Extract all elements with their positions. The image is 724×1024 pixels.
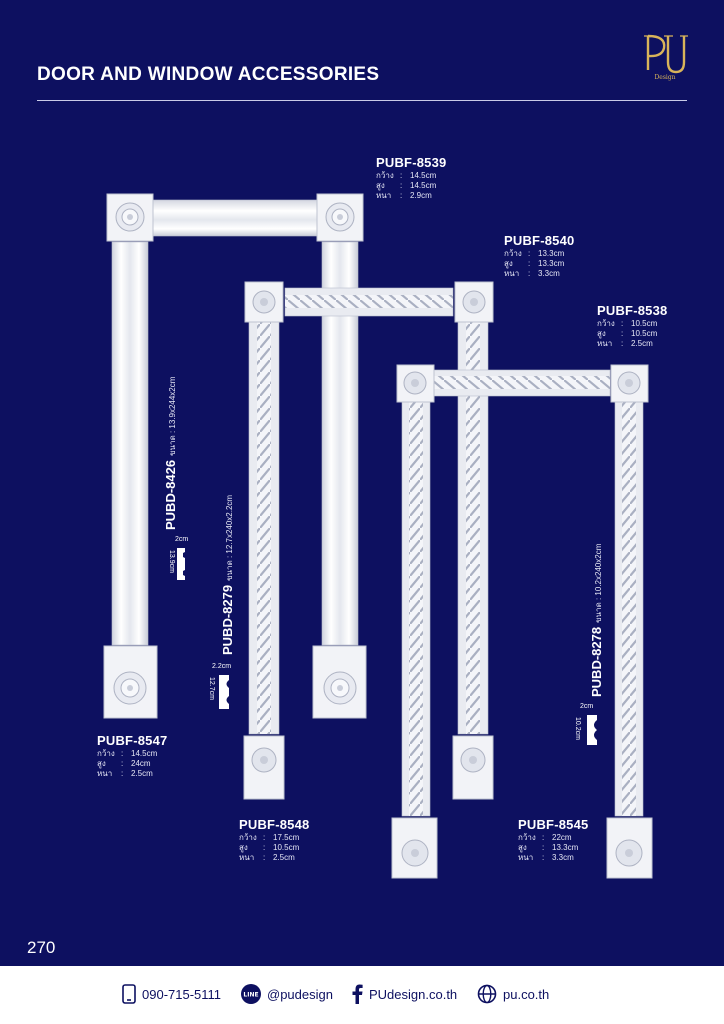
door-frames-illustration (103, 193, 653, 879)
profile-shape-icon (177, 548, 185, 580)
product-code: PUBF-8539 (376, 155, 447, 170)
product-code: PUBD-8279 (220, 584, 235, 655)
footer-facebook[interactable]: PUdesign.co.th (352, 984, 457, 1004)
product-code: PUBF-8538 (597, 303, 668, 318)
product-size: ขนาด : 12.7x240x2.2cm (225, 494, 234, 581)
spec-pubf-8540: PUBF-8540 กว้าง:13.3cm สูง:13.3cm หนา:3.… (504, 233, 574, 279)
spec-value: 3.3cm (552, 853, 574, 862)
product-code: PUBF-8540 (504, 233, 575, 248)
spec-value: 17.5cm (273, 833, 300, 842)
profile-height: 10.2cm (574, 717, 581, 740)
spec-table: กว้าง:14.5cm สูง:24cm หนา:2.5cm (97, 749, 158, 778)
catalog-page: DOOR AND WINDOW ACCESSORIES Design (27, 30, 690, 957)
profile-shape-icon (587, 715, 597, 745)
spec-value: 10.5cm (273, 843, 300, 852)
spec-label: หนา (376, 191, 392, 200)
spec-pubf-8547: PUBF-8547 กว้าง:14.5cm สูง:24cm หนา:2.5c… (97, 733, 167, 779)
spec-table: กว้าง:10.5cm สูง:10.5cm หนา:2.5cm (597, 319, 658, 348)
page-number: 270 (27, 938, 56, 957)
product-size: ขนาด : 10.2x240x2cm (594, 543, 603, 623)
profile-width: 2cm (580, 703, 594, 710)
spec-value: 10.5cm (631, 319, 658, 328)
spec-label: กว้าง (504, 249, 522, 258)
spec-value: 3.3cm (538, 269, 560, 278)
line-id: @pudesign (267, 986, 333, 1002)
facebook-page: PUdesign.co.th (369, 986, 458, 1002)
product-code: PUBD-8278 (589, 626, 604, 697)
spec-pubf-8538: PUBF-8538 กว้าง:10.5cm สูง:10.5cm หนา:2.… (597, 303, 667, 349)
footer-line[interactable]: LINE @pudesign (241, 984, 333, 1004)
spec-value: 2.9cm (410, 191, 432, 200)
spec-label: กว้าง (597, 319, 615, 328)
spec-value: 24cm (131, 759, 151, 768)
spec-label: หนา (239, 853, 255, 862)
spec-label: หนา (518, 853, 534, 862)
spec-value: 13.3cm (538, 249, 565, 258)
footer-phone[interactable]: 090-715-5111 (122, 984, 221, 1004)
spec-label: สูง (504, 259, 513, 268)
phone-icon (122, 984, 136, 1004)
spec-value: 13.3cm (552, 843, 579, 852)
spec-label: สูง (239, 843, 248, 852)
profile-shape-icon (219, 675, 229, 709)
spec-pubf-8539: PUBF-8539 กว้าง:14.5cm สูง:14.5cm หนา:2.… (376, 155, 446, 201)
pu-design-logo: Design (640, 30, 690, 82)
profile-pubd-8278: 2cm 10.2cm (570, 703, 610, 753)
globe-icon (477, 984, 497, 1004)
logo-subtitle: Design (654, 74, 676, 81)
spec-table: กว้าง:22cm สูง:13.3cm หนา:3.3cm (518, 833, 579, 862)
website-url: pu.co.th (503, 986, 550, 1002)
profile-width: 2.2cm (212, 663, 232, 670)
spec-label: สูง (518, 843, 527, 852)
frame-pubd-8279 (243, 281, 494, 800)
spec-table: กว้าง:13.3cm สูง:13.3cm หนา:3.3cm (504, 249, 565, 278)
spec-label: กว้าง (518, 833, 536, 842)
spec-label: หนา (97, 769, 113, 778)
profile-pubd-8279: 2.2cm 12.7cm (200, 663, 240, 713)
footer-website[interactable]: pu.co.th (477, 984, 549, 1004)
spec-pubf-8545: PUBF-8545 กว้าง:22cm สูง:13.3cm หนา:3.3c… (518, 817, 588, 863)
spec-pubf-8548: PUBF-8548 กว้าง:17.5cm สูง:10.5cm หนา:2.… (239, 817, 309, 863)
spec-label: กว้าง (239, 833, 257, 842)
spec-label: กว้าง (376, 171, 394, 180)
contact-footer: 090-715-5111 LINE @pudesign PUdesign.co.… (0, 966, 724, 1024)
facebook-icon (352, 984, 363, 1004)
profile-pubd-8426: 2cm 13.9cm (165, 536, 195, 586)
title-divider (37, 100, 687, 101)
line-icon: LINE (241, 984, 261, 1004)
product-code: PUBD-8426 (163, 459, 178, 530)
spec-value: 13.3cm (538, 259, 565, 268)
spec-value: 14.5cm (410, 171, 437, 180)
spec-value: 2.5cm (273, 853, 295, 862)
vertical-label-pubd-8426: PUBD-8426 ขนาด : 13.9x244x2cm (162, 377, 180, 530)
pu-logo-icon (644, 34, 688, 74)
spec-table: กว้าง:14.5cm สูง:14.5cm หนา:2.9cm (376, 171, 437, 200)
spec-label: สูง (97, 759, 106, 768)
product-code: PUBF-8547 (97, 733, 168, 748)
spec-value: 2.5cm (631, 339, 653, 348)
spec-label: กว้าง (97, 749, 115, 758)
product-size: ขนาด : 13.9x244x2cm (168, 376, 177, 456)
spec-table: กว้าง:17.5cm สูง:10.5cm หนา:2.5cm (239, 833, 300, 862)
phone-number: 090-715-5111 (142, 986, 222, 1002)
spec-value: 14.5cm (131, 749, 158, 758)
profile-height: 13.9cm (168, 550, 175, 573)
vertical-label-pubd-8278: PUBD-8278 ขนาด : 10.2x240x2cm (588, 544, 606, 697)
line-icon-text: LINE (243, 992, 258, 999)
product-code: PUBF-8545 (518, 817, 589, 832)
spec-label: สูง (376, 181, 385, 190)
product-code: PUBF-8548 (239, 817, 310, 832)
spec-value: 10.5cm (631, 329, 658, 338)
frame-pubd-8278 (391, 364, 653, 879)
spec-value: 14.5cm (410, 181, 437, 190)
spec-value: 22cm (552, 833, 572, 842)
spec-label: หนา (504, 269, 520, 278)
spec-label: สูง (597, 329, 606, 338)
profile-width: 2cm (175, 536, 189, 543)
profile-height: 12.7cm (208, 677, 215, 700)
vertical-label-pubd-8279: PUBD-8279 ขนาด : 12.7x240x2.2cm (219, 495, 237, 655)
spec-value: 2.5cm (131, 769, 153, 778)
spec-label: หนา (597, 339, 613, 348)
page-title: DOOR AND WINDOW ACCESSORIES (37, 64, 380, 85)
